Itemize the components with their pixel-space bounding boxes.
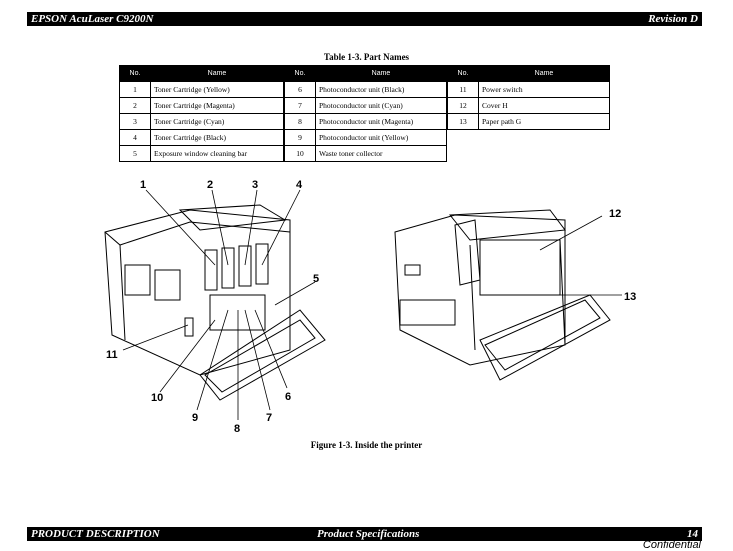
- callout-6: 6: [285, 391, 291, 403]
- callout-12: 12: [609, 208, 621, 220]
- header-doc-title: EPSON AcuLaser C9200N: [31, 13, 154, 25]
- col-name: Name: [478, 65, 610, 82]
- callout-5: 5: [313, 273, 319, 285]
- part-name: Power switch: [478, 81, 610, 98]
- col-no: No.: [447, 65, 479, 82]
- callout-labels: 1 2 3 4 5 6 7 8 9 10 11 12 13: [106, 179, 636, 435]
- callout-11: 11: [106, 349, 118, 361]
- callout-1: 1: [140, 179, 146, 191]
- printer-figure: 1 2 3 4 5 6 7 8 9 10 11 12 13: [104, 179, 636, 435]
- page-footer: PRODUCT DESCRIPTION Product Specificatio…: [27, 527, 702, 541]
- part-name: Cover H: [478, 97, 610, 114]
- page-number: 14: [687, 528, 698, 540]
- part-name: Toner Cartridge (Cyan): [150, 113, 284, 130]
- part-number: 2: [119, 97, 151, 114]
- callout-10: 10: [151, 392, 163, 404]
- part-number: 12: [447, 97, 479, 114]
- part-name: Photoconductor unit (Magenta): [315, 113, 447, 130]
- part-name: Waste toner collector: [315, 145, 447, 162]
- col-no: No.: [284, 65, 316, 82]
- part-number: 9: [284, 129, 316, 146]
- header-revision: Revision D: [648, 13, 698, 25]
- leader-lines: [122, 189, 622, 420]
- printer-right-drawing: [394, 209, 611, 381]
- callout-13: 13: [624, 291, 636, 303]
- callout-3: 3: [252, 179, 258, 191]
- part-name: Toner Cartridge (Black): [150, 129, 284, 146]
- table-title: Table 1-3. Part Names: [323, 52, 410, 62]
- part-name: Photoconductor unit (Cyan): [315, 97, 447, 114]
- footer-section: PRODUCT DESCRIPTION: [31, 528, 160, 540]
- callout-8: 8: [234, 423, 240, 435]
- part-number: 11: [447, 81, 479, 98]
- col-no: No.: [119, 65, 151, 82]
- part-number: 10: [284, 145, 316, 162]
- callout-7: 7: [266, 412, 272, 424]
- col-name: Name: [315, 65, 447, 82]
- part-number: 6: [284, 81, 316, 98]
- part-number: 13: [447, 113, 479, 130]
- part-number: 8: [284, 113, 316, 130]
- confidential-mark: Confidential: [642, 539, 701, 551]
- footer-subsection: Product Specifications: [317, 528, 420, 540]
- callout-2: 2: [207, 179, 213, 191]
- part-name: Toner Cartridge (Yellow): [150, 81, 284, 98]
- part-number: 5: [119, 145, 151, 162]
- printer-left-drawing: [104, 204, 326, 401]
- part-number: 1: [119, 81, 151, 98]
- part-number: 3: [119, 113, 151, 130]
- page-header: EPSON AcuLaser C9200N Revision D: [27, 12, 702, 26]
- figure-caption: Figure 1-3. Inside the printer: [310, 440, 423, 450]
- part-number: 4: [119, 129, 151, 146]
- callout-4: 4: [296, 179, 303, 191]
- part-name: Paper path G: [478, 113, 610, 130]
- callout-9: 9: [192, 412, 198, 424]
- part-name: Exposure window cleaning bar: [150, 145, 284, 162]
- part-number: 7: [284, 97, 316, 114]
- part-name: Photoconductor unit (Yellow): [315, 129, 447, 146]
- part-name: Photoconductor unit (Black): [315, 81, 447, 98]
- col-name: Name: [150, 65, 284, 82]
- part-name: Toner Cartridge (Magenta): [150, 97, 284, 114]
